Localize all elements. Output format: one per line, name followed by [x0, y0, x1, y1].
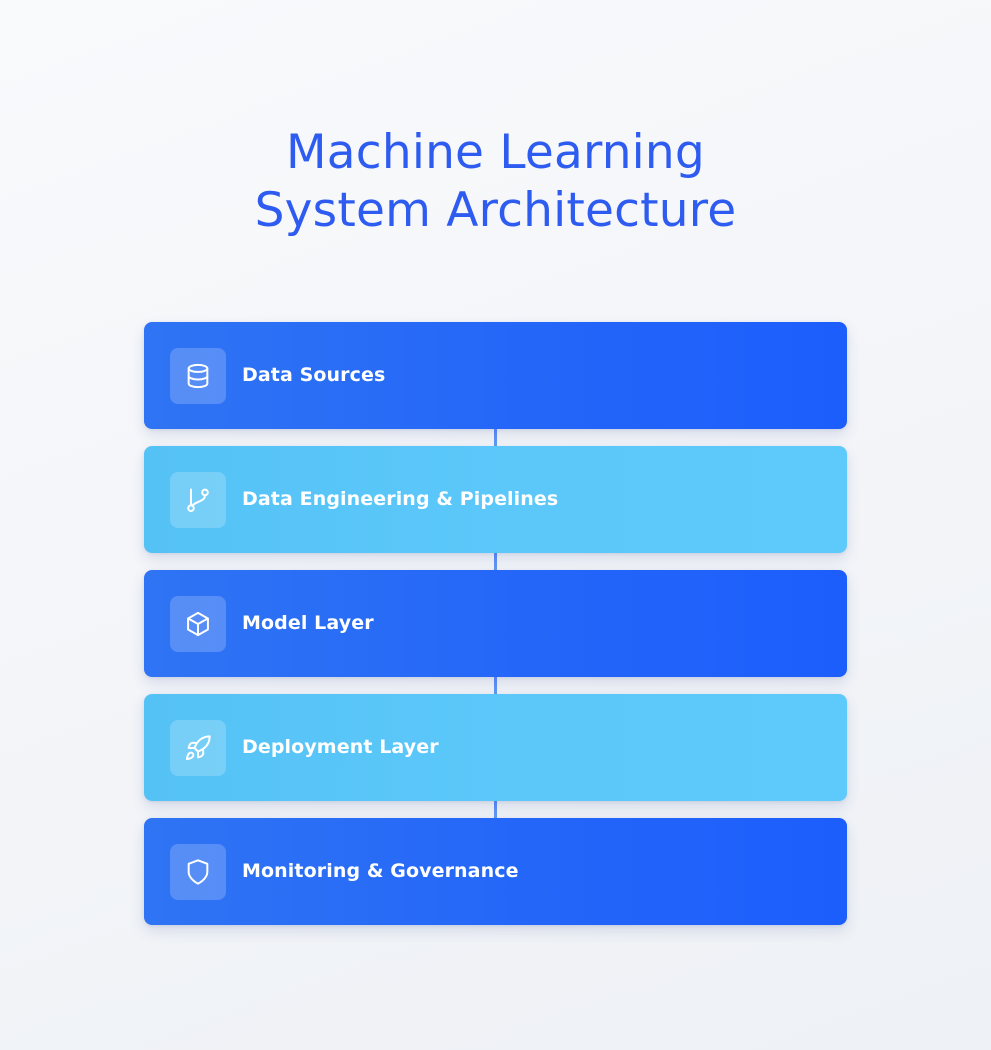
rocket-icon [170, 720, 226, 776]
layer-data-sources: Data Sources [144, 322, 847, 429]
shield-icon [170, 844, 226, 900]
layer-label: Model Layer [242, 612, 374, 634]
connector-line [494, 677, 497, 694]
git-branch-icon [170, 472, 226, 528]
layer-label: Monitoring & Governance [242, 860, 519, 882]
layer-deployment: Deployment Layer [144, 694, 847, 801]
connector-line [494, 553, 497, 570]
connector-line [494, 801, 497, 818]
layer-label: Deployment Layer [242, 736, 439, 758]
title-line-1: Machine Learning [286, 125, 705, 180]
layer-label: Data Engineering & Pipelines [242, 488, 559, 510]
layer-monitoring: Monitoring & Governance [144, 818, 847, 925]
connector-line [494, 429, 497, 446]
layer-label: Data Sources [242, 364, 386, 386]
layer-model: Model Layer [144, 570, 847, 677]
cube-icon [170, 596, 226, 652]
diagram-title: Machine Learning System Architecture [0, 124, 991, 240]
database-icon [170, 348, 226, 404]
title-line-2: System Architecture [254, 183, 737, 238]
layer-data-engineering: Data Engineering & Pipelines [144, 446, 847, 553]
